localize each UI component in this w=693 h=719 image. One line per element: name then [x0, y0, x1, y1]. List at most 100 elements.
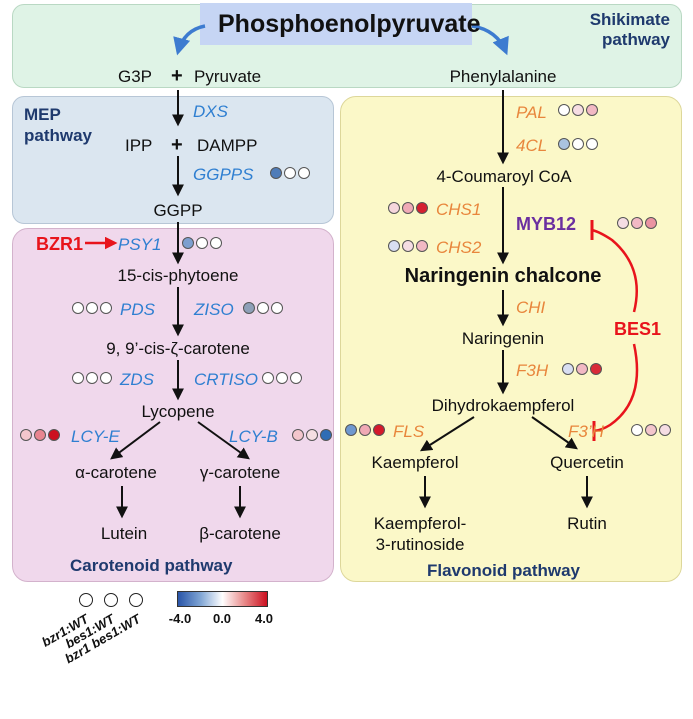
legend-dot-double	[129, 593, 143, 607]
expression-dot	[243, 302, 255, 314]
enzyme-dxs: DXS	[193, 102, 228, 121]
compound-zeta-carotene: 9, 9’-cis-ζ-carotene	[106, 339, 250, 358]
expression-dot	[345, 424, 357, 436]
compound-g3p: G3P	[118, 67, 153, 86]
compound-kaempferol-rutinoside-line1: Kaempferol-	[373, 514, 467, 533]
compound-naringenin: Naringenin	[461, 329, 545, 348]
expression-dot	[34, 429, 46, 441]
expression-dot	[72, 302, 84, 314]
enzyme-chs1: CHS1	[436, 200, 482, 219]
compound-dihydrokaempferol: Dihydrokaempferol	[431, 396, 575, 415]
shikimate-pathway-label: Shikimate pathway	[572, 10, 670, 51]
compound-rutin: Rutin	[567, 514, 607, 533]
compound-lutein: Lutein	[100, 524, 148, 543]
expression-dot	[388, 202, 400, 214]
compound-dampp: DAMPP	[197, 136, 258, 155]
expression-dot	[72, 372, 84, 384]
enzyme-f3h: F3H	[516, 361, 549, 380]
compound-phytoene: 15-cis-phytoene	[117, 266, 239, 285]
shikimate-label-text: Shikimate pathway	[589, 10, 670, 50]
expression-dot	[416, 240, 428, 252]
expression-dot	[416, 202, 428, 214]
enzyme-ziso: ZISO	[194, 300, 234, 319]
enzyme-pal: PAL	[516, 103, 547, 122]
regulator-bes1: BES1	[612, 319, 664, 339]
enzyme-lcy-b: LCY-B	[229, 427, 278, 446]
carotenoid-pathway-panel	[12, 228, 334, 582]
enzyme-fls: FLS	[393, 422, 425, 441]
enzyme-chs2: CHS2	[436, 238, 482, 257]
expression-dot	[402, 240, 414, 252]
flavonoid-pathway-panel	[340, 96, 682, 582]
legend-dot-bes1	[104, 593, 118, 607]
compound-coumaroyl-coa: 4-Coumaroyl CoA	[436, 167, 572, 186]
expression-dot	[292, 429, 304, 441]
expression-dot	[359, 424, 371, 436]
expression-dot	[100, 372, 112, 384]
enzyme-zds: ZDS	[120, 370, 154, 389]
expression-dot	[100, 302, 112, 314]
enzyme-chi: CHI	[516, 298, 546, 317]
start-compound-box	[200, 3, 472, 45]
expression-dot	[276, 372, 288, 384]
mep-label-line1: MEP	[24, 105, 61, 124]
expression-dot	[373, 424, 385, 436]
carotenoid-pathway-label: Carotenoid pathway	[70, 556, 233, 575]
expression-dot	[388, 240, 400, 252]
compound-ipp: IPP	[125, 136, 153, 155]
expression-dot	[586, 104, 598, 116]
compound-kaempferol-rutinoside-line2: 3-rutinoside	[375, 535, 465, 554]
mep-label-line2: pathway	[24, 126, 93, 145]
compound-gamma-carotene: γ-carotene	[199, 463, 281, 482]
expression-dot	[320, 429, 332, 441]
expression-dot	[617, 217, 629, 229]
enzyme-pds: PDS	[120, 300, 155, 319]
expression-dot	[86, 372, 98, 384]
plus-sign: +	[171, 65, 183, 87]
expression-dot	[284, 167, 296, 179]
compound-pyruvate: Pyruvate	[194, 67, 262, 86]
enzyme-4cl: 4CL	[516, 136, 548, 155]
expression-dot	[659, 424, 671, 436]
expression-dot	[270, 167, 282, 179]
flavonoid-pathway-label: Flavonoid pathway	[427, 561, 581, 580]
expression-dot	[572, 104, 584, 116]
expression-dot	[558, 138, 570, 150]
scale-min-label: -4.0	[168, 611, 192, 626]
enzyme-ggpps: GGPPS	[193, 165, 254, 184]
compound-quercetin: Quercetin	[550, 453, 624, 472]
scale-mid-label: 0.0	[212, 611, 232, 626]
enzyme-f3ph: F3’H	[568, 422, 604, 441]
expression-dot	[645, 424, 657, 436]
expression-dot	[298, 167, 310, 179]
enzyme-psy1: PSY1	[118, 235, 162, 254]
expression-dot	[645, 217, 657, 229]
compound-beta-carotene: β-carotene	[199, 524, 281, 543]
plus-sign: +	[171, 134, 183, 156]
expression-dot	[558, 104, 570, 116]
expression-dot	[290, 372, 302, 384]
regulator-bzr1: BZR1	[36, 234, 84, 254]
expression-dot	[572, 138, 584, 150]
compound-naringenin-chalcone: Naringenin chalcone	[404, 265, 602, 287]
expression-dot	[271, 302, 283, 314]
regulator-myb12: MYB12	[516, 214, 577, 234]
expression-dot	[586, 138, 598, 150]
expression-dot	[20, 429, 32, 441]
start-compound-label: Phosphoenolpyruvate	[218, 10, 481, 38]
expression-dot	[631, 217, 643, 229]
expression-dot	[86, 302, 98, 314]
compound-phenylalanine: Phenylalanine	[449, 67, 557, 86]
expression-dot	[257, 302, 269, 314]
compound-ggpp: GGPP	[153, 201, 203, 220]
expression-dot	[402, 202, 414, 214]
expression-dot	[562, 363, 574, 375]
scale-max-label: 4.0	[254, 611, 274, 626]
compound-alpha-carotene: α-carotene	[75, 463, 157, 482]
expression-dot	[576, 363, 588, 375]
enzyme-crtiso: CRTISO	[194, 370, 258, 389]
expression-dot	[306, 429, 318, 441]
expression-dot	[631, 424, 643, 436]
expression-dot	[182, 237, 194, 249]
